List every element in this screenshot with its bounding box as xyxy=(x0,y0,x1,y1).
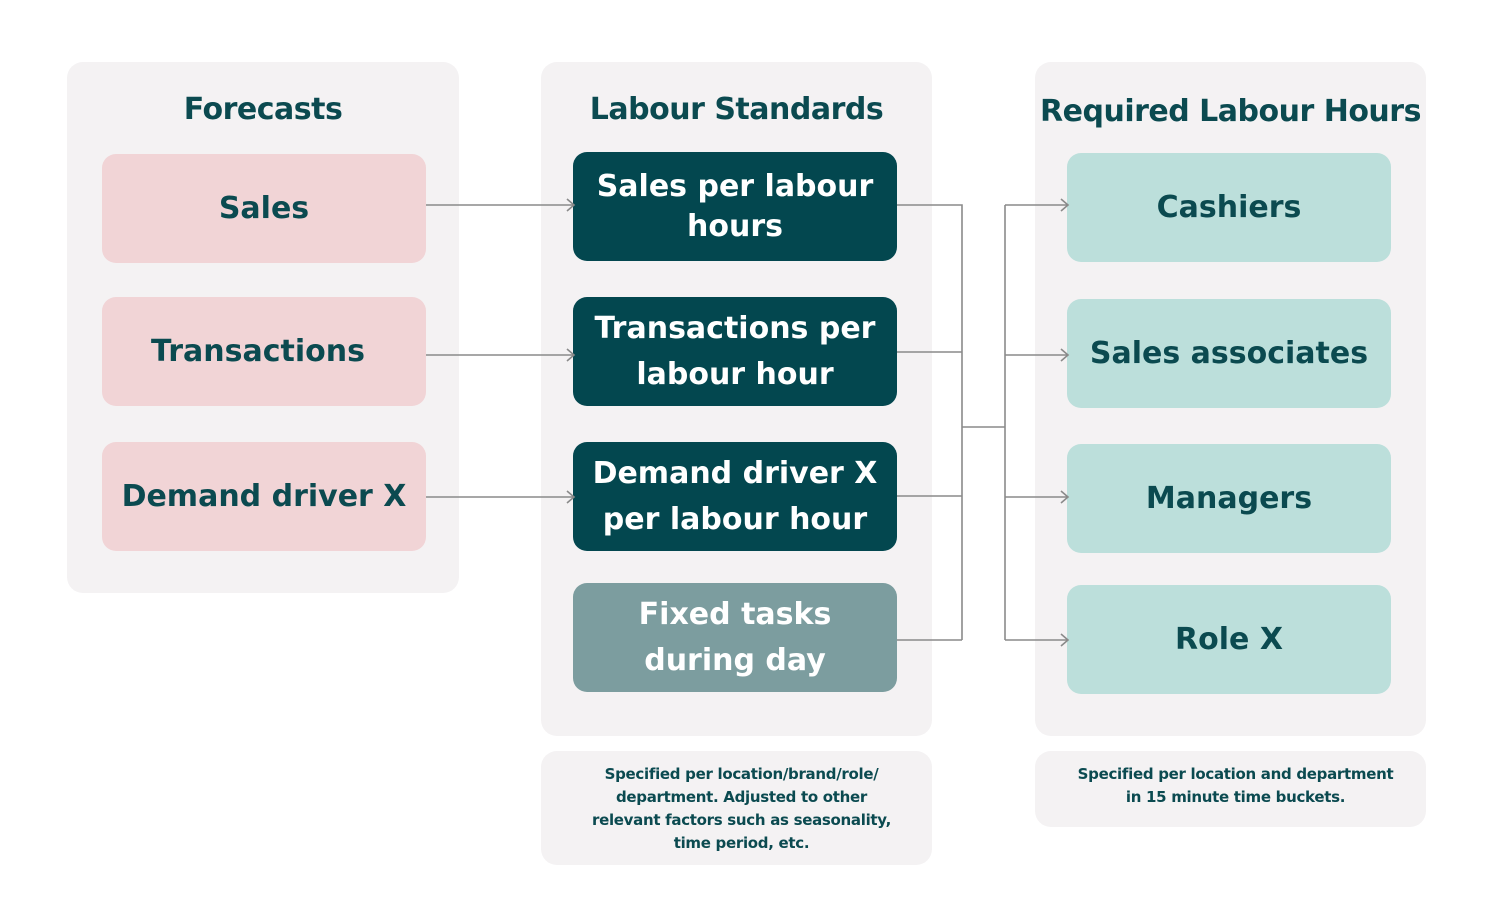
standard-transactions-per-labour-hour: Transactions per labour hour xyxy=(573,297,897,406)
forecast-sales-label: Sales xyxy=(218,191,310,226)
forecasts-title: Forecasts xyxy=(183,92,343,127)
standard-fixed-tasks-during-day-label: Fixed tasks during day xyxy=(638,596,832,678)
standard-sales-per-labour-hours-label: Sales per labour hours xyxy=(596,168,874,244)
standard-transactions-per-labour-hour-label: Transactions per labour hour xyxy=(594,310,876,392)
required-cashiers-label: Cashiers xyxy=(1156,190,1302,225)
forecast-demand-driver-x-label: Demand driver X xyxy=(121,479,407,514)
required-hours-note-panel: Specified per location and department in… xyxy=(1035,751,1426,827)
labour-standards-note: Specified per location/brand/role/ depar… xyxy=(591,765,891,852)
arrow-sales xyxy=(426,198,576,212)
required-role-x-label: Role X xyxy=(1175,622,1283,657)
standard-fixed-tasks-during-day: Fixed tasks during day xyxy=(573,583,897,692)
standard-demand-driver-x-per-labour-hour: Demand driver X per labour hour xyxy=(573,442,897,551)
arrow-cashiers xyxy=(1005,198,1070,212)
forecast-transactions: Transactions xyxy=(102,297,426,406)
standard-sales-per-labour-hours: Sales per labour hours xyxy=(573,152,897,261)
forecast-transactions-label: Transactions xyxy=(151,334,365,369)
labour-standards-title: Labour Standards xyxy=(589,92,884,127)
standard-demand-driver-x-per-labour-hour-label: Demand driver X per labour hour xyxy=(592,455,878,537)
link-standard-1 xyxy=(897,204,963,640)
required-managers-label: Managers xyxy=(1145,481,1313,516)
required-cashiers: Cashiers xyxy=(1067,153,1391,262)
required-hours-note: Specified per location and department in… xyxy=(1077,765,1394,806)
arrow-transactions xyxy=(426,348,576,362)
forecast-demand-driver-x: Demand driver X xyxy=(102,442,426,551)
arrow-role-x xyxy=(1005,633,1070,647)
required-sales-associates: Sales associates xyxy=(1067,299,1391,408)
required-role-x: Role X xyxy=(1067,585,1391,694)
arrow-managers xyxy=(1005,490,1070,504)
labour-standards-note-panel: Specified per location/brand/role/ depar… xyxy=(541,751,932,865)
required-hours-title: Required Labour Hours xyxy=(1040,94,1421,129)
required-sales-associates-label: Sales associates xyxy=(1089,336,1369,371)
required-managers: Managers xyxy=(1067,444,1391,553)
arrow-sales-associates xyxy=(1005,348,1070,362)
arrow-demand-driver xyxy=(426,490,576,504)
forecast-sales: Sales xyxy=(102,154,426,263)
